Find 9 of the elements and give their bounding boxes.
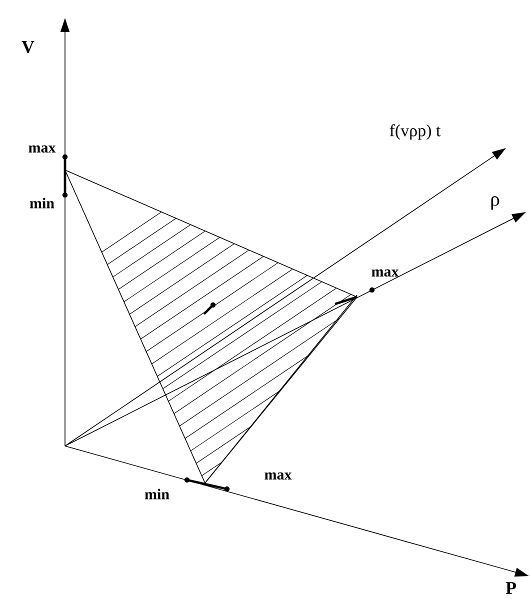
axis-label: V (22, 40, 34, 54)
range-label: max (372, 269, 399, 277)
axis-label: ρ (491, 196, 500, 210)
range-label: min (30, 198, 54, 208)
axis-label: f(vρp) t (390, 124, 441, 140)
axis-label: P (506, 582, 516, 594)
range-label: min (144, 488, 170, 500)
range-label: max (28, 145, 56, 153)
range-label: max (264, 472, 292, 480)
